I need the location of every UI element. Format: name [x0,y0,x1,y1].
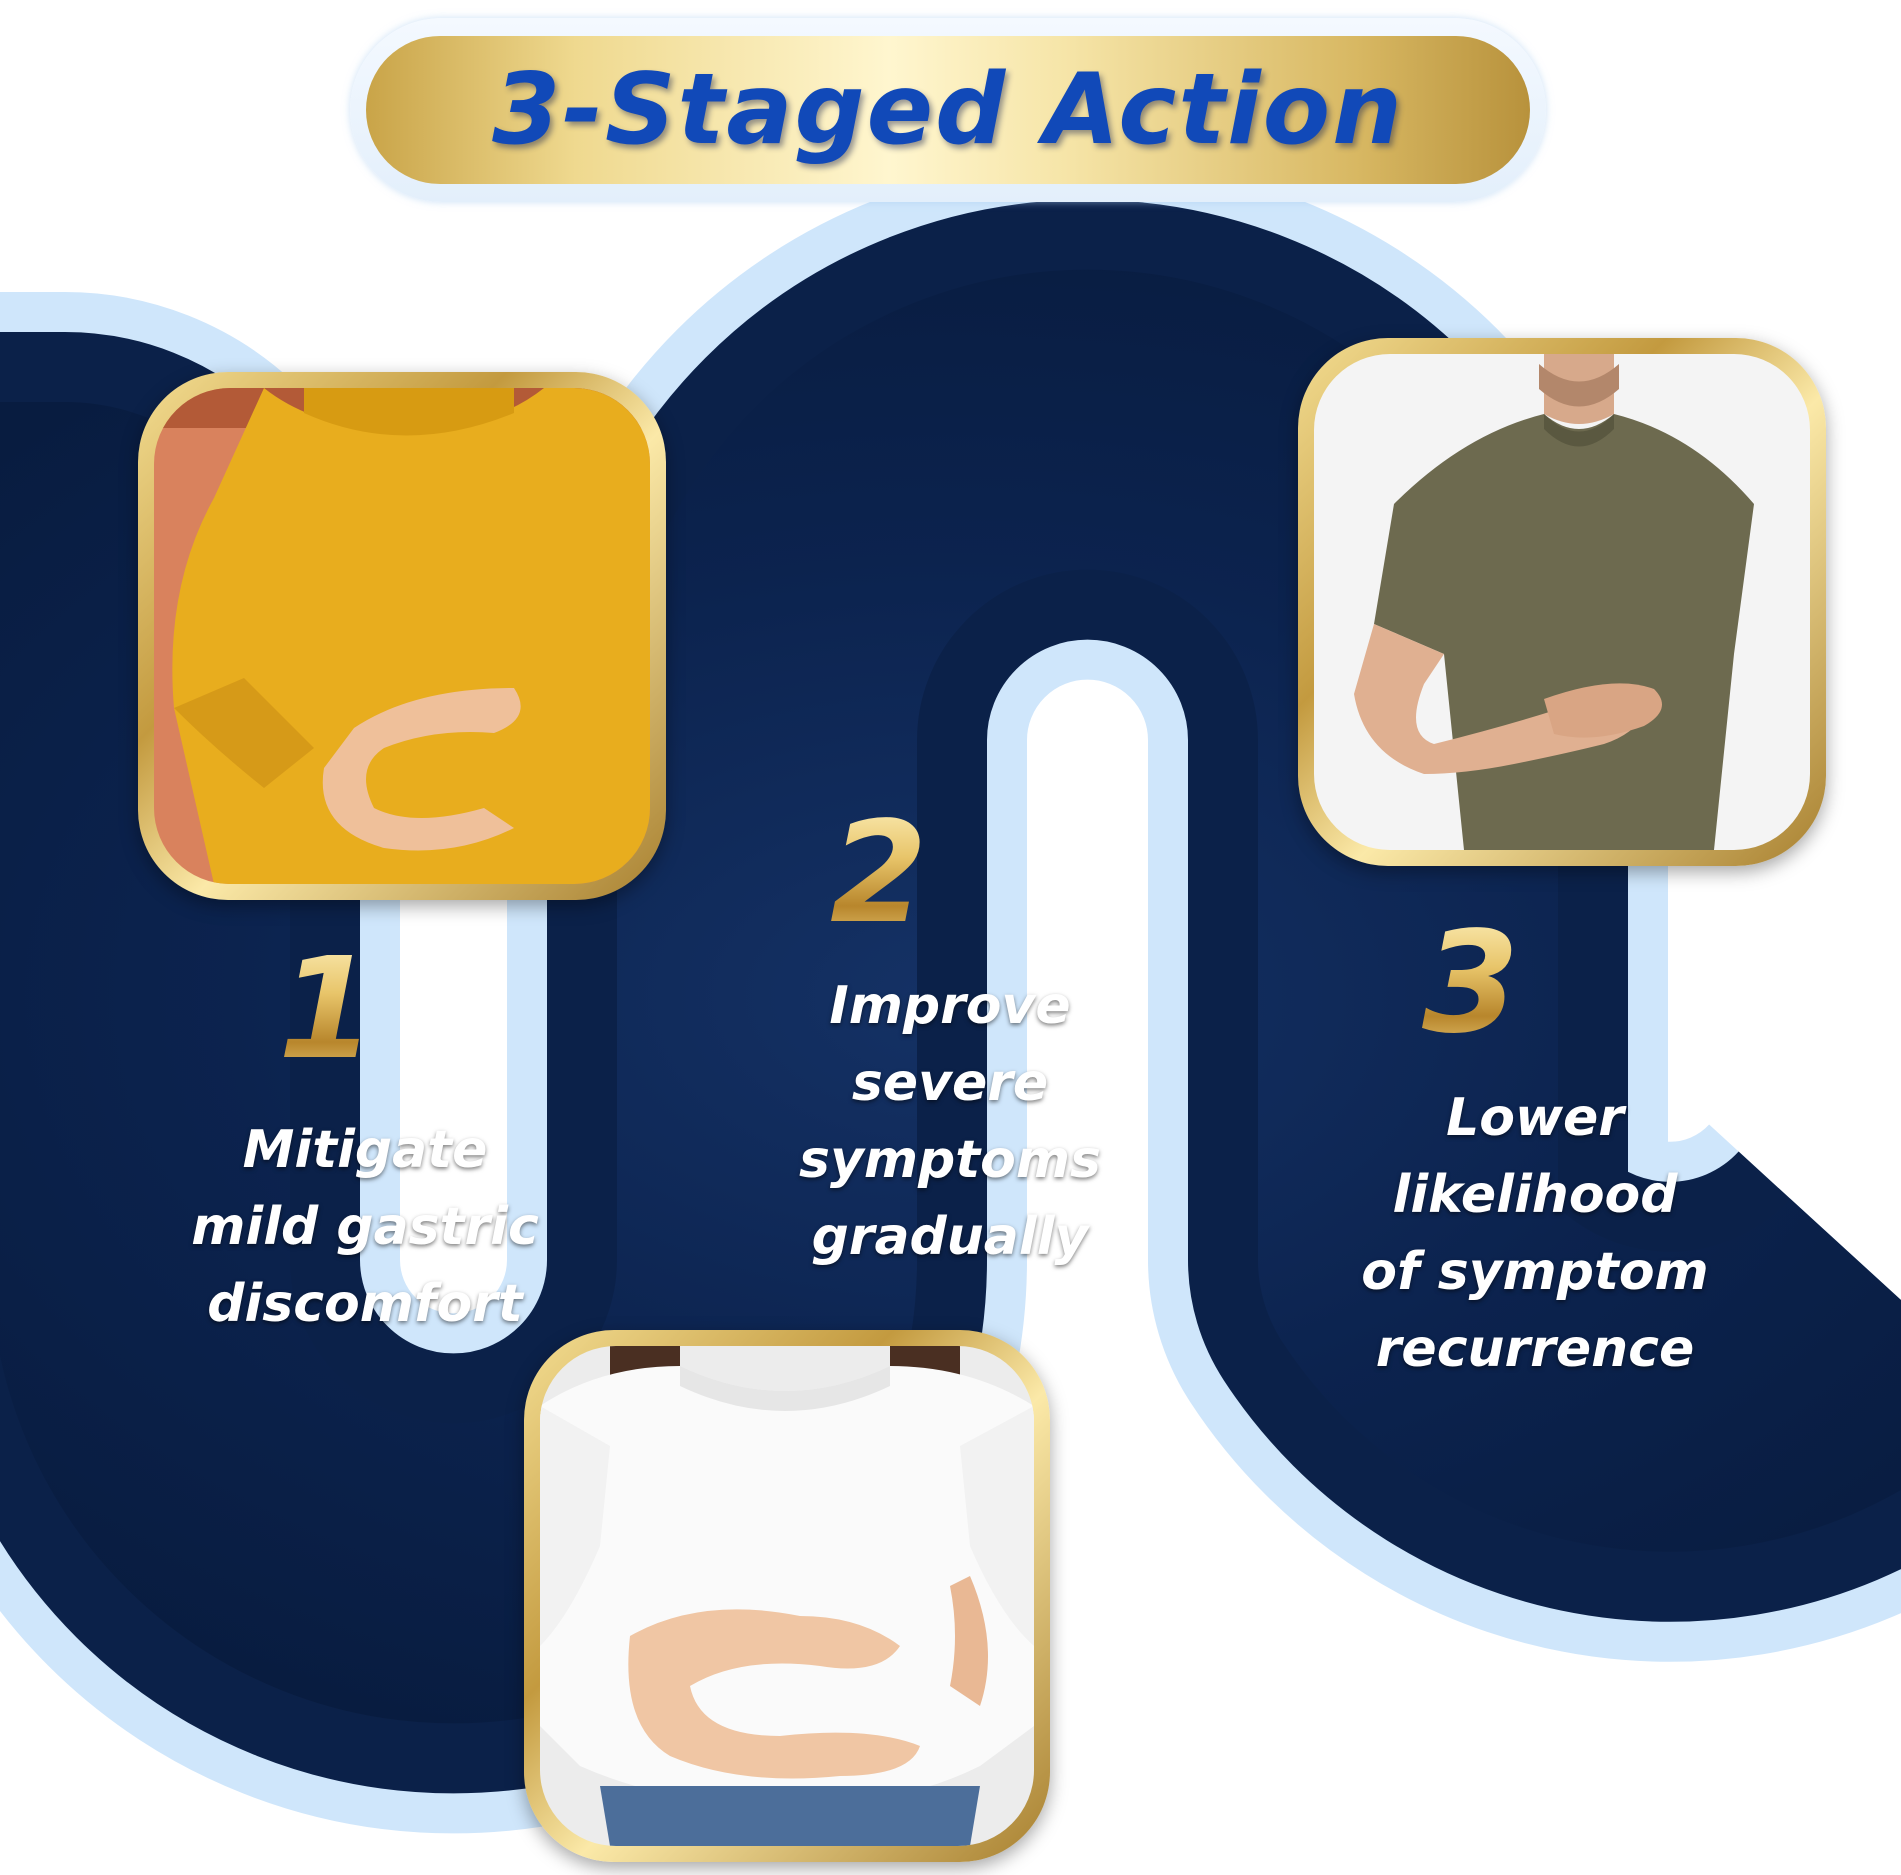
stage-3-line: likelihood [1392,1165,1678,1225]
stage-2-line: severe [851,1053,1049,1113]
stage-2-number-digit: 2 [830,792,928,955]
title-gold-pill: 3-Staged Action [366,36,1530,184]
stage-3-line: recurrence [1375,1319,1695,1379]
stage-2-description: Improve severe symptoms gradually [700,968,1200,1276]
stage-3-line: Lower [1446,1088,1624,1148]
page-title: 3-Staged Action [492,53,1404,167]
stage-1-number-suffix: st [375,936,449,1015]
stage-3-number-suffix: rd [1519,910,1602,989]
woman-white-tshirt-icon [540,1346,1034,1846]
stage-3-line: of symptom [1361,1242,1709,1302]
stage-1-line: mild gastric [191,1197,539,1257]
stage-2-photo [524,1330,1050,1862]
stage-2-line: Improve [829,976,1071,1036]
stage-1-line: Mitigate [242,1120,488,1180]
stage-1-line: discomfort [207,1274,523,1334]
stage-2-number-suffix: nd [927,800,1025,879]
stage-1-number: 1st [278,928,448,1091]
title-banner: 3-Staged Action [350,18,1546,202]
stage-1-photo [138,372,666,900]
man-olive-tshirt-icon [1314,354,1810,850]
stage-3-description: Lower likelihood of symptom recurrence [1280,1080,1790,1388]
stage-2-line: symptoms [799,1130,1101,1190]
woman-yellow-sweater-icon [154,388,650,884]
stage-2-number: 2nd [830,792,1025,955]
stage-3-number-digit: 3 [1422,902,1520,1065]
stage-3-photo [1298,338,1826,866]
stage-3-number: 3rd [1422,902,1602,1065]
stage-1-number-digit: 1 [278,928,376,1091]
stage-1-description: Mitigate mild gastric discomfort [110,1112,620,1343]
stage-2-line: gradually [811,1207,1089,1267]
